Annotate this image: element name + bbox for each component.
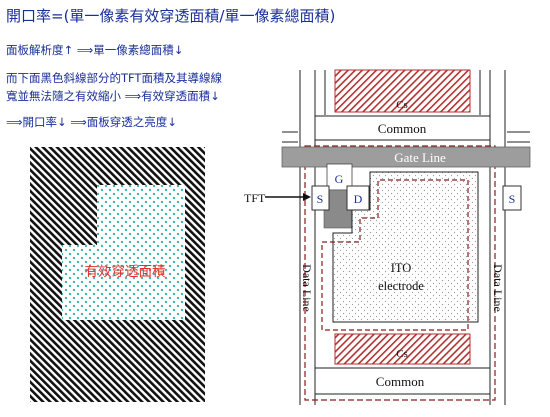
gate-line: [281, 146, 531, 168]
cs-top-label: Cs: [396, 99, 408, 111]
text-line-2: 而下面黑色斜線部分的TFT面積及其導線線: [6, 71, 222, 85]
common-bottom-label: Common: [376, 374, 425, 389]
text-line-4: ⟹開口率↓ ⟹面板穿透之亮度↓: [6, 115, 177, 129]
source-s-right-label: S: [509, 192, 516, 206]
common-top-label: Common: [378, 121, 427, 136]
ito-electrode: [332, 171, 479, 323]
pixel-outline: [304, 145, 496, 401]
source-s-right-box: [502, 185, 522, 211]
source-s-label: S: [317, 192, 324, 206]
gate-g-label: G: [335, 172, 344, 186]
effective-area-label: 有效穿透面積: [85, 264, 166, 280]
tft-pixel-diagram: Cs Common Gate Line G S D S TFT ITO elec…: [244, 69, 531, 405]
cs-top-capacitor: [334, 69, 471, 113]
text-line-1: 面板解析度↑ ⟹單一像素總面積↓: [6, 43, 184, 57]
pixel-area-diagram: 有效穿透面積: [30, 147, 205, 402]
tft-label: TFT: [244, 191, 266, 205]
page-title: 開口率=(單一像素有效穿透面積/單一像素總面積): [6, 7, 336, 25]
effective-transmission-area: [62, 185, 185, 320]
electrode-label: electrode: [378, 279, 424, 293]
drain-d-label: D: [354, 192, 363, 206]
ito-label: ITO: [391, 261, 412, 275]
data-line-right-label: Data Line: [491, 264, 505, 312]
gate-line-label: Gate Line: [394, 150, 446, 165]
cs-bottom-label: Cs: [396, 348, 408, 360]
text-line-3: 寬並無法隨之有效縮小 ⟹有效穿透面積↓: [6, 89, 220, 103]
data-line-left-label: Data Line: [300, 264, 314, 312]
cs-bottom-capacitor: [334, 333, 471, 365]
source-s-box: [311, 185, 330, 211]
